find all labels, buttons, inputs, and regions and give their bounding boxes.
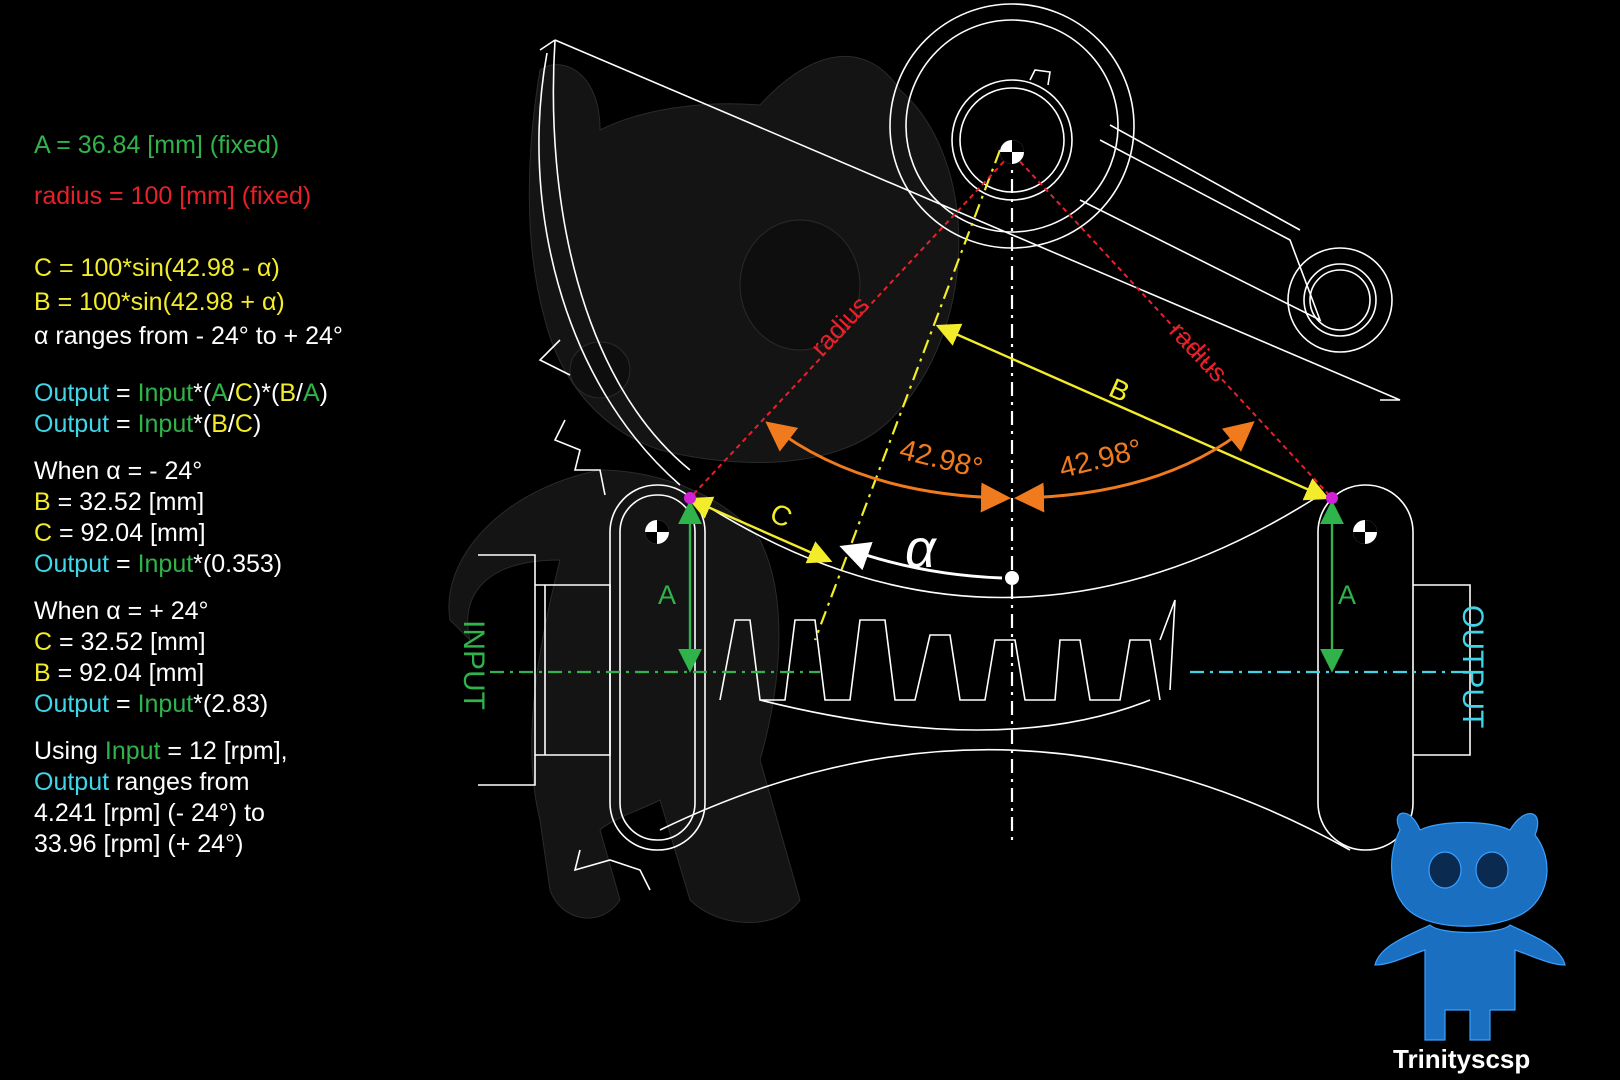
b-dimension-arrow bbox=[935, 323, 1330, 501]
alpha-range: α ranges from - 24° to + 24° bbox=[34, 322, 343, 350]
radius-label-right: radius bbox=[1164, 316, 1234, 388]
alpha-arc bbox=[839, 542, 1003, 580]
c-minus-value: C = 92.04 [mm] bbox=[34, 519, 206, 547]
a-label-right: A bbox=[1338, 580, 1356, 610]
output-minus-value: Output = Input*(0.353) bbox=[34, 550, 283, 578]
range-line-2: 33.96 [rpm] (+ 24°) bbox=[34, 830, 244, 858]
input-label: INPUT bbox=[457, 620, 490, 710]
angle-arc-right bbox=[1014, 421, 1255, 513]
output-label: OUTPUT bbox=[1456, 605, 1489, 728]
output-formula-1: Output = Input*(A/C)*(B/A) bbox=[34, 379, 328, 407]
angle-label-left: 42.98° bbox=[896, 434, 985, 485]
com-marker-left bbox=[645, 520, 669, 544]
when-plus-text: When α = + 24° bbox=[34, 597, 209, 625]
using-input-text: Using Input = 12 [rpm], bbox=[34, 737, 288, 765]
radius-line-left bbox=[689, 154, 1011, 499]
radius-fixed-text: radius = 100 [mm] (fixed) bbox=[34, 182, 312, 210]
a-label-left: A bbox=[658, 580, 676, 610]
angle-label-right: 42.98° bbox=[1056, 433, 1145, 484]
a-fixed-text: A = 36.84 [mm] (fixed) bbox=[34, 131, 280, 159]
b-formula: B = 100*sin(42.98 + α) bbox=[34, 288, 285, 316]
c-label: C bbox=[766, 497, 797, 534]
output-ranges-text: Output ranges from bbox=[34, 768, 250, 796]
b-plus-value: B = 92.04 [mm] bbox=[34, 659, 205, 687]
center-point bbox=[1005, 571, 1019, 585]
pivot-point-right bbox=[1326, 492, 1338, 504]
c-plus-value: C = 32.52 [mm] bbox=[34, 628, 206, 656]
mascot-logo bbox=[1374, 812, 1566, 1041]
when-minus-text: When α = - 24° bbox=[34, 457, 203, 485]
brand-name: Trinityscsp bbox=[1393, 1044, 1530, 1074]
c-dimension-arrow bbox=[687, 496, 833, 564]
b-minus-value: B = 32.52 [mm] bbox=[34, 488, 205, 516]
output-plus-value: Output = Input*(2.83) bbox=[34, 690, 269, 718]
com-marker-right bbox=[1353, 520, 1377, 544]
c-formula: C = 100*sin(42.98 - α) bbox=[34, 254, 280, 282]
output-formula-2: Output = Input*(B/C) bbox=[34, 410, 262, 438]
angle-arc-left bbox=[765, 421, 1011, 513]
range-line-1: 4.241 [rpm] (- 24°) to bbox=[34, 799, 265, 827]
mascot-silhouette bbox=[448, 55, 960, 923]
alpha-label: α bbox=[905, 519, 938, 579]
com-marker-top bbox=[1000, 140, 1024, 164]
pivot-point-left bbox=[684, 492, 696, 504]
